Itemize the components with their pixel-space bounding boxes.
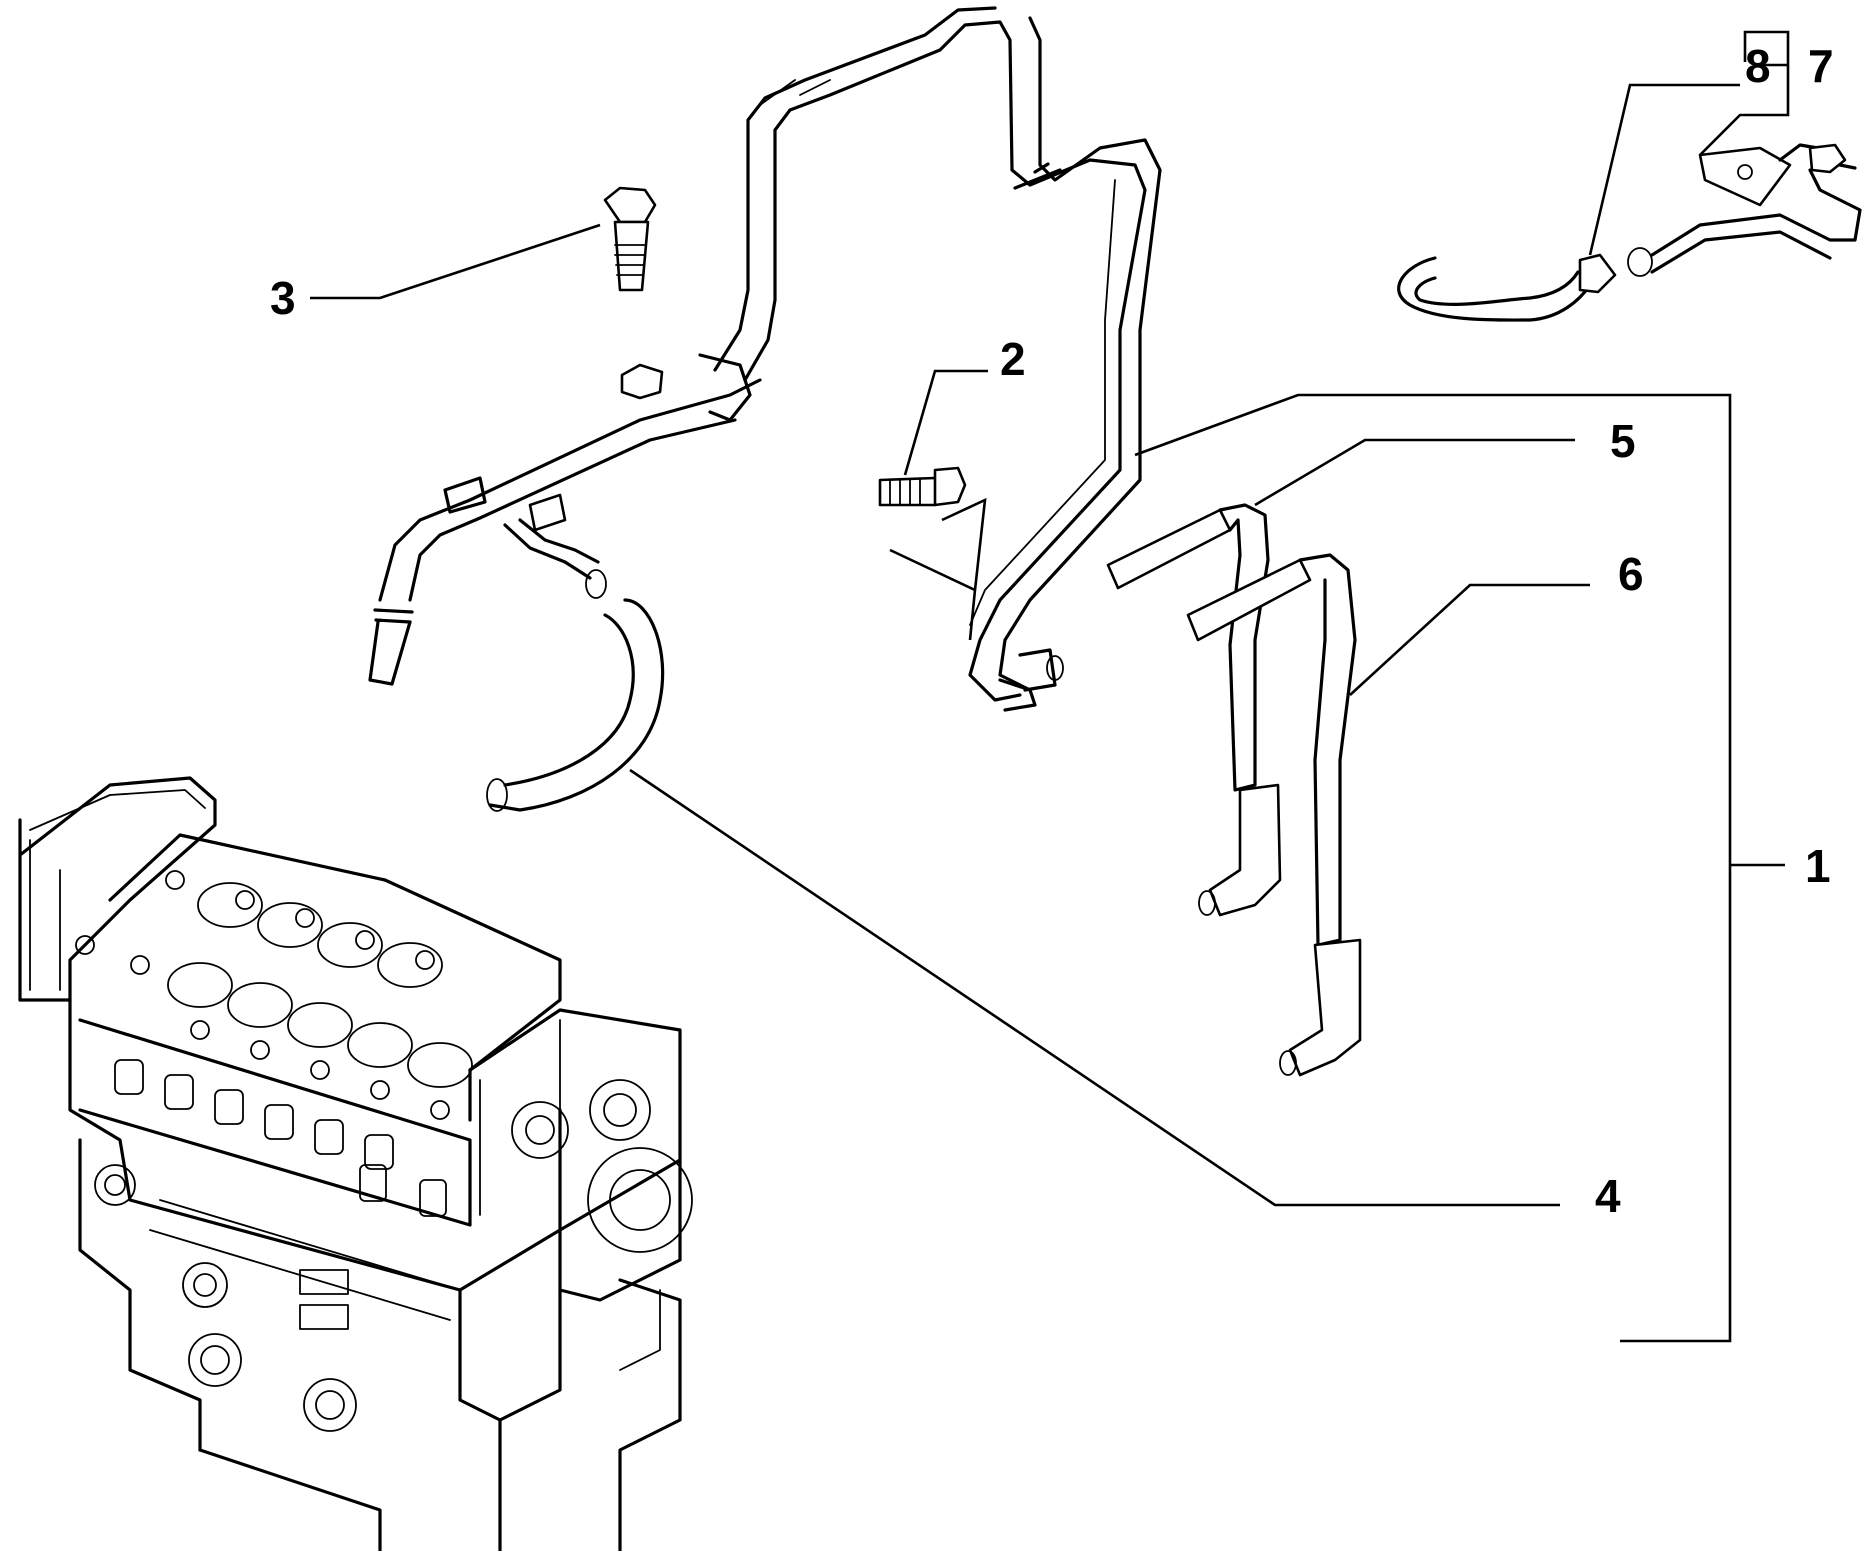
callout-1: 1 [1805, 840, 1831, 892]
callout-4: 4 [1595, 1170, 1621, 1222]
leader-1 [1134, 393, 1785, 1343]
bolt-3 [603, 186, 657, 292]
bolt-2 [878, 466, 967, 507]
leader-4 [629, 768, 1560, 1207]
pipe-5 [1106, 503, 1282, 917]
leader-6 [1349, 583, 1590, 696]
leader-5 [1254, 438, 1575, 507]
engine-block-illustration [18, 776, 693, 1551]
pipe-assembly [368, 6, 1162, 712]
hose-4 [486, 598, 665, 812]
leader-7 [1699, 30, 1790, 156]
pipe-7-8 [1397, 143, 1862, 322]
leader-3 [310, 223, 601, 300]
callout-labels: 1 2 3 4 5 6 7 8 [270, 40, 1834, 1222]
callout-6: 6 [1618, 548, 1644, 600]
callout-2: 2 [1000, 333, 1026, 385]
callout-5: 5 [1610, 415, 1636, 467]
callout-7: 7 [1808, 40, 1834, 92]
callout-8: 8 [1745, 40, 1771, 92]
leader-lines [310, 30, 1790, 1343]
leader-2 [903, 369, 988, 476]
leader-8 [1588, 83, 1740, 256]
callout-3: 3 [270, 272, 296, 324]
pipe-6 [1186, 553, 1362, 1077]
